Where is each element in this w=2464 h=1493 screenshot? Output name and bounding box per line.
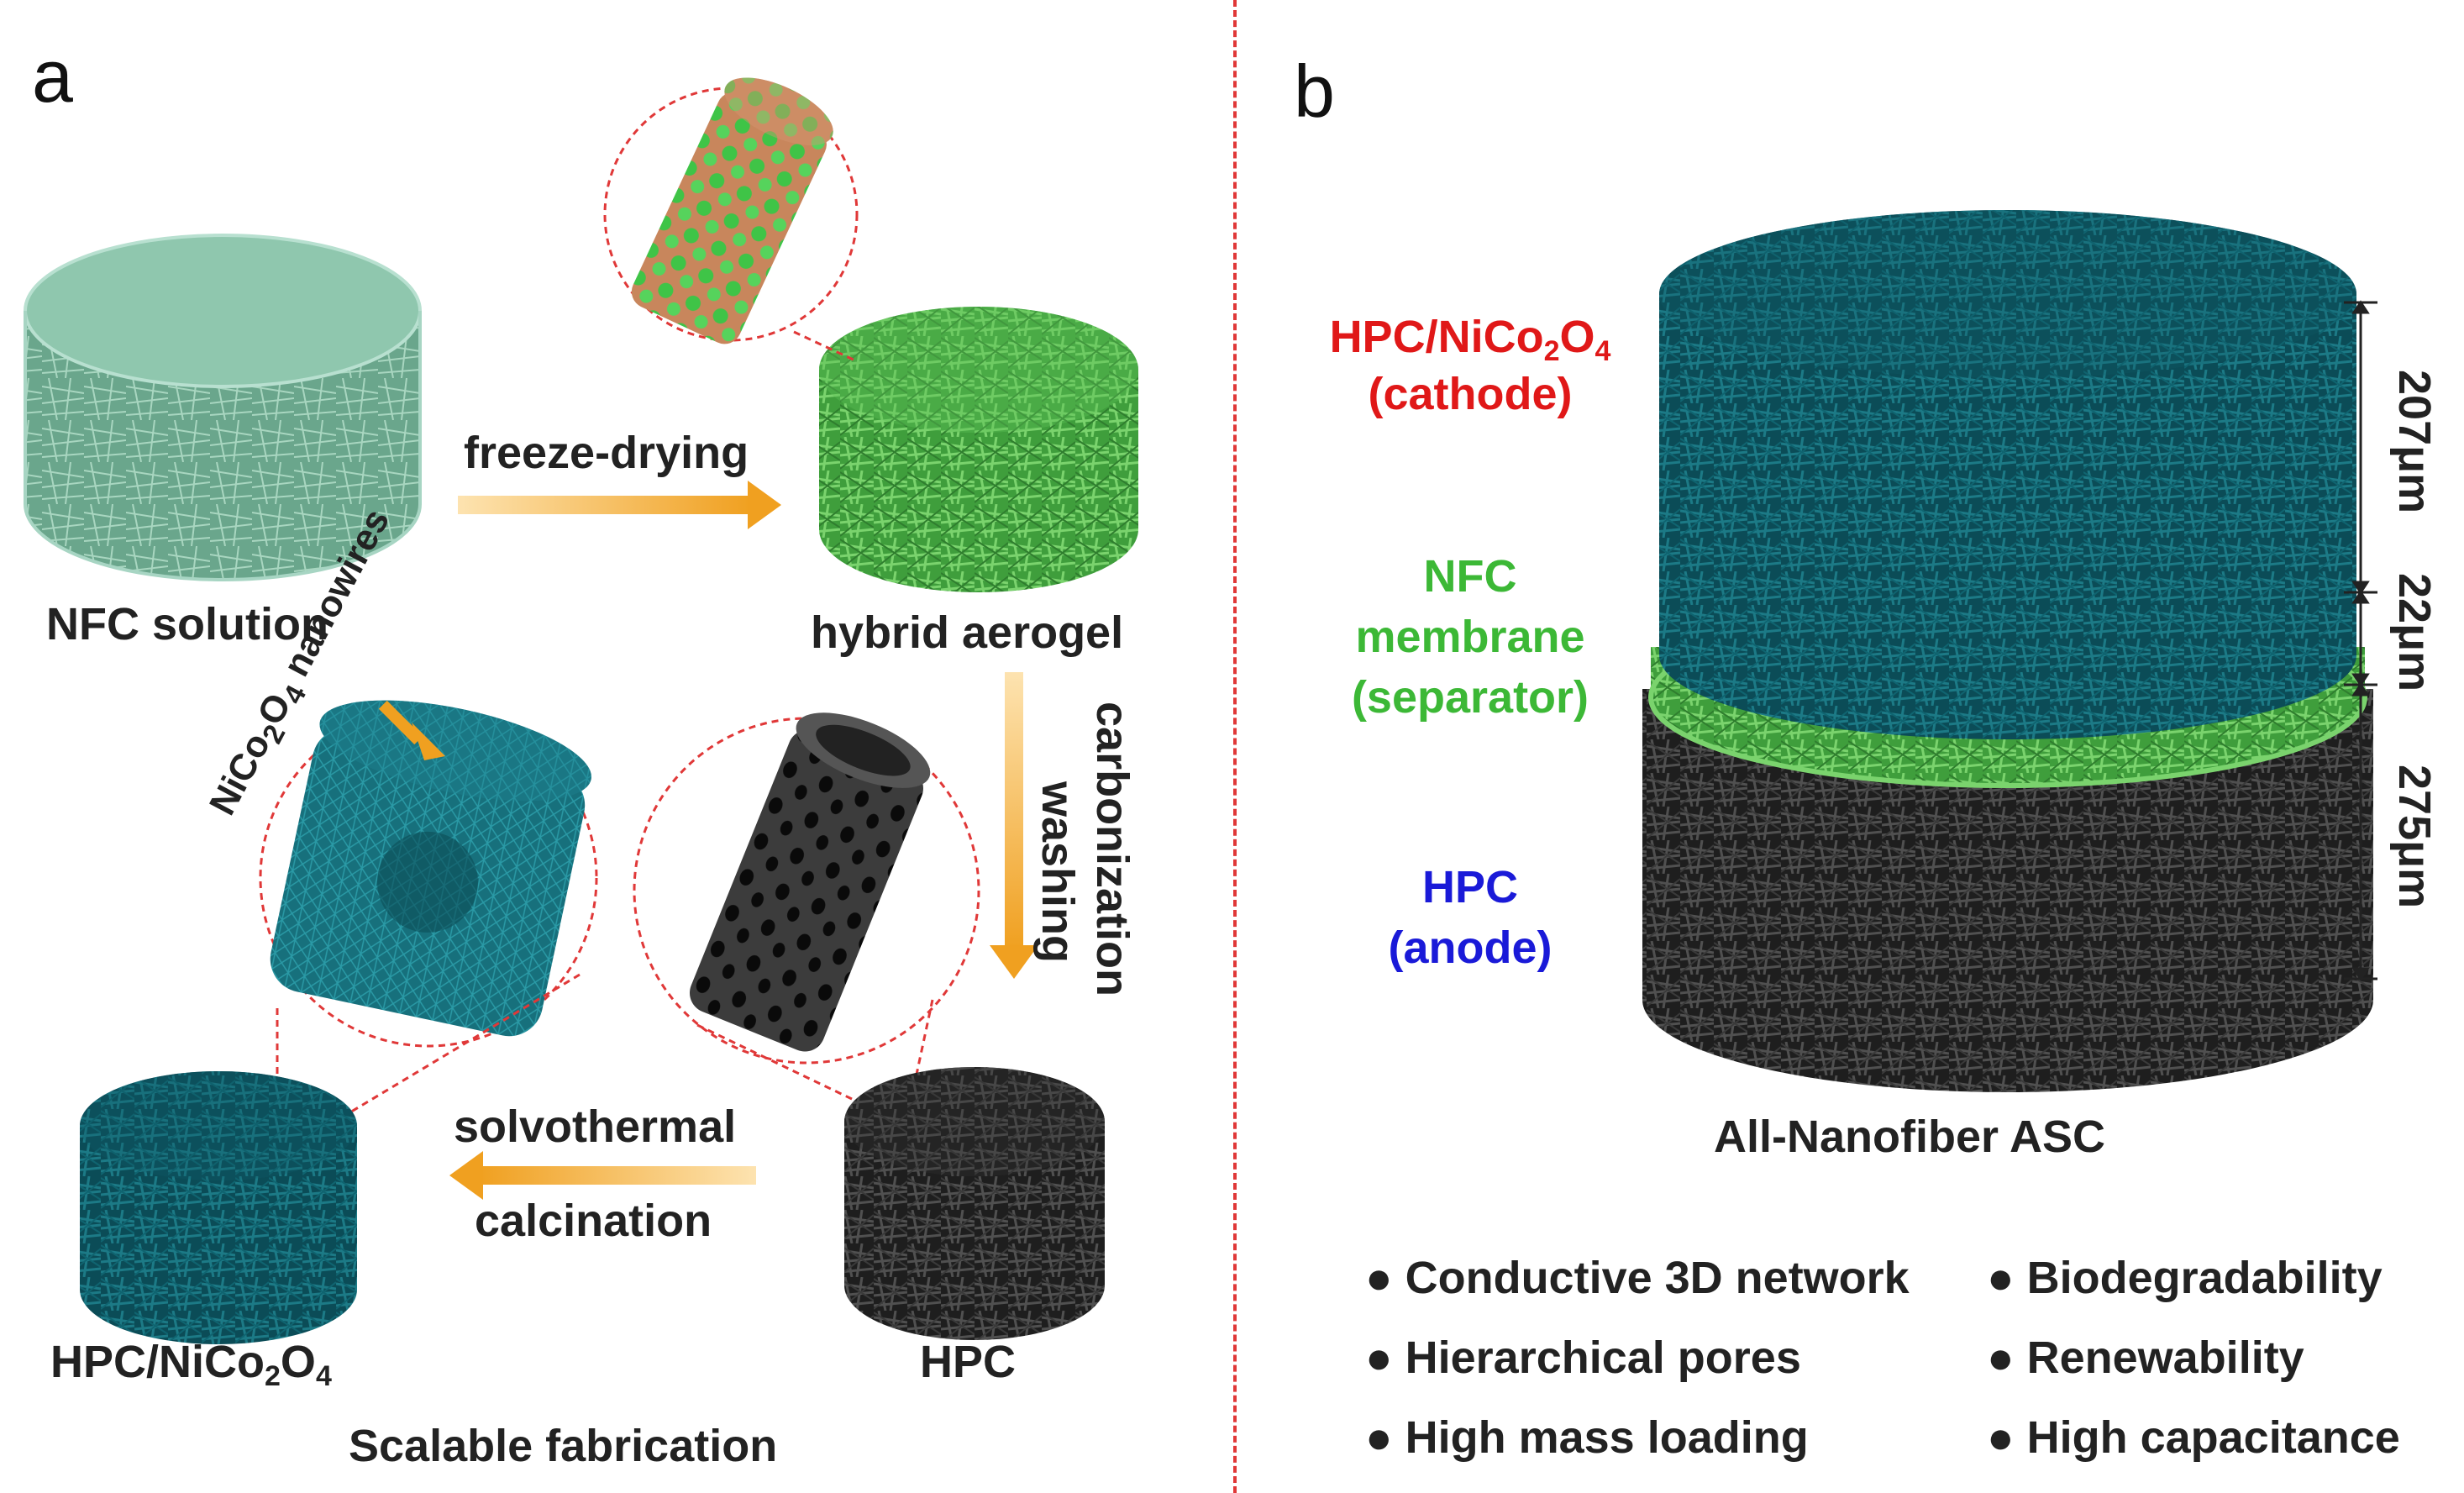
feature-item: ● Hierarchical pores [1365, 1333, 1801, 1383]
panel-divider [1233, 0, 1237, 1493]
hybrid-aerogel-cylinder [819, 307, 1138, 592]
asc-device-stack [1642, 210, 2373, 1092]
freeze-drying-arrow [458, 481, 781, 529]
aerogel-zoom-circle [603, 77, 859, 363]
dimension-middle-label: 22μm [2389, 573, 2440, 692]
scalable-fabrication-caption: Scalable fabrication [349, 1421, 778, 1471]
panel-b-letter: b [1294, 50, 1335, 133]
hpc-zoom-circle [633, 712, 980, 1119]
feature-item: ● Biodegradability [1987, 1253, 2383, 1303]
asc-caption: All-Nanofiber ASC [1714, 1112, 2106, 1162]
washing-label: washing [1032, 781, 1083, 964]
dimension-bars [2344, 300, 2377, 981]
hpc-cylinder [844, 1067, 1105, 1340]
feature-item: ● High capacitance [1987, 1412, 2400, 1463]
feature-item: ● High mass loading [1365, 1412, 1809, 1463]
hybrid-aerogel-label: hybrid aerogel [811, 607, 1124, 658]
feature-item: ● Conductive 3D network [1365, 1253, 1910, 1303]
calcination-label: calcination [475, 1196, 712, 1246]
hpc-label: HPC [920, 1337, 1017, 1387]
cathode-layer [1659, 294, 2356, 739]
carbonization-label: carbonization [1087, 702, 1137, 997]
cathode-label: HPC/NiCo2O4 (cathode) [1329, 312, 1611, 419]
nanowire-zoom-circle [259, 700, 598, 1128]
anode-label: HPC (anode) [1388, 862, 1552, 973]
feature-item: ● Renewability [1987, 1333, 2304, 1383]
nfc-solution-label: NFC solution [46, 599, 328, 649]
hpc-nico2o4-label: HPC/NiCo2O4 [50, 1337, 332, 1392]
hpc-nico2o4-cylinder [80, 1071, 357, 1344]
anode-layer [1642, 689, 2373, 1092]
dimension-bottom-label: 275μm [2389, 765, 2440, 909]
dimension-top-label: 207μm [2389, 370, 2440, 514]
freeze-drying-label: freeze-drying [464, 428, 749, 478]
panel-a-letter: a [32, 34, 73, 118]
separator-label: NFC membrane (separator) [1351, 551, 1589, 723]
washing-carbonization-arrow [990, 672, 1038, 979]
solvothermal-calcination-arrow [449, 1151, 756, 1200]
nfc-solution-cylinder [24, 234, 422, 581]
solvothermal-label: solvothermal [454, 1101, 737, 1152]
